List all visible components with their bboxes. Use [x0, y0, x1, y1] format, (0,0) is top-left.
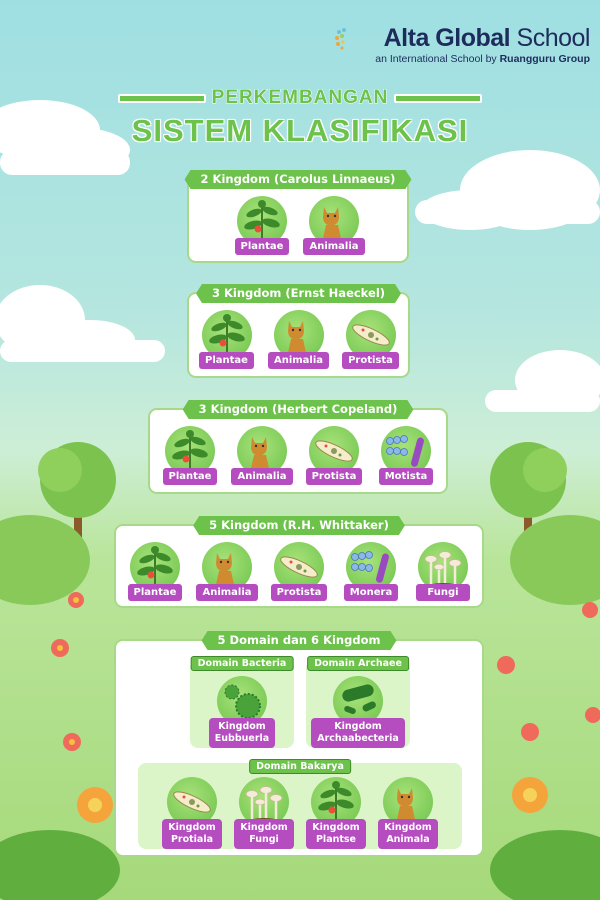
kingdom-label: Protista	[342, 352, 399, 369]
kingdom-label: Animalia	[231, 468, 293, 485]
flower-decoration	[0, 592, 600, 900]
kingdom-label-line2: Eubbuerla	[214, 733, 270, 744]
kingdom-label-line1: Kingdom	[240, 822, 288, 833]
protist-icon	[309, 426, 359, 476]
tree-decoration	[0, 442, 600, 605]
kingdom-label-line1: Kingdom	[312, 822, 360, 833]
kingdom-item: Plantae	[226, 196, 298, 255]
title-perkembangan: PERKEMBANGAN	[211, 87, 389, 109]
plant-icon	[201, 310, 252, 360]
kingdom-label-line2: Animala	[386, 834, 430, 845]
kingdom-label: Protista	[270, 584, 328, 601]
virus-icon	[217, 676, 267, 726]
kingdom-label-line1: Kingdom	[168, 822, 216, 833]
brand-school: School	[516, 24, 591, 52]
title-line-1: PERKEMBANGAN	[118, 86, 482, 110]
kingdom-item: Animalia	[191, 542, 263, 601]
cloud-decoration	[0, 100, 600, 412]
bacillus-icon	[333, 676, 383, 726]
kingdom-item: Monera	[335, 542, 407, 601]
kingdom-label: Animalia	[267, 352, 330, 369]
kingdom-label: Plantae	[234, 238, 290, 255]
kingdom-label: Animalia	[303, 238, 365, 255]
kingdom-label: Plantae	[162, 468, 218, 485]
plant-icon	[237, 196, 287, 246]
protist-icon	[345, 310, 396, 360]
domain-header: Domain Bacteria	[190, 656, 294, 671]
mushroom-icon	[418, 542, 468, 592]
kingdom-item: Animalia	[298, 196, 370, 255]
kingdom-item: Plantae	[154, 426, 226, 485]
tagline: an International School by	[375, 53, 497, 65]
kingdom-label-line2: Plantse	[315, 834, 357, 845]
plant-icon	[165, 426, 215, 476]
tagline-group: Ruangguru Group	[499, 53, 590, 65]
kingdom-label: Protista	[305, 468, 363, 485]
kingdom-item: Plantae	[119, 542, 191, 601]
kingdom-label-line2: Fungi	[249, 834, 279, 845]
kingdom-label-line1: Kingdom	[334, 721, 382, 732]
protist-icon	[274, 542, 324, 592]
kingdom-label: Motista	[378, 468, 434, 485]
title-line-2: SISTEM KLASIFIKASI	[131, 113, 469, 148]
card-header: 2 Kingdom (Carolus Linnaeus)	[185, 170, 412, 189]
kingdom-label-line2: Archaabecteria	[317, 733, 399, 744]
kingdom-item: Animalia	[263, 310, 335, 369]
cat-icon	[383, 777, 433, 827]
school-logo: Alta Global School an International Scho…	[330, 24, 591, 65]
kingdom-label: Fungi	[416, 584, 470, 601]
kingdom-item: Animalia	[226, 426, 298, 485]
kingdom-item: Fungi	[407, 542, 479, 601]
kingdom-item: Protista	[298, 426, 370, 485]
kingdom-label-line1: Kingdom	[218, 721, 266, 732]
plant-icon	[311, 777, 361, 827]
domain-header: Domain Bakarya	[249, 759, 351, 774]
bacteria-icon	[381, 426, 431, 476]
kingdom-label: Monera	[343, 584, 399, 601]
kingdom-item: Motista	[370, 426, 442, 485]
kingdom-label: Plantae	[127, 584, 183, 601]
domain-header: Domain Archaee	[307, 656, 409, 671]
brand-name: Alta Global	[383, 24, 511, 52]
card-header: 3 Kingdom (Herbert Copeland)	[183, 400, 414, 419]
card-header: 5 Kingdom (R.H. Whittaker)	[193, 516, 405, 535]
card-5-domain: 5 Domain dan 6 Kingdom Domain Bacteria K…	[114, 639, 484, 857]
plant-icon	[130, 542, 180, 592]
card-header: 5 Domain dan 6 Kingdom	[202, 631, 397, 650]
kingdom-label: Animalia	[196, 584, 258, 601]
kingdom-item: Protista	[335, 310, 407, 369]
bacteria-icon	[346, 542, 396, 592]
kingdom-label: Plantae	[199, 352, 254, 369]
mushroom-icon	[239, 777, 289, 827]
protist-icon	[167, 777, 217, 827]
kingdom-label-line1: Kingdom	[384, 822, 432, 833]
globe-dots-icon	[335, 28, 346, 50]
kingdom-item: Protista	[263, 542, 335, 601]
kingdom-item: Plantae	[191, 310, 263, 369]
kingdom-label-line2: Protiala	[170, 834, 214, 845]
card-header: 3 Kingdom (Ernst Haeckel)	[196, 284, 401, 303]
